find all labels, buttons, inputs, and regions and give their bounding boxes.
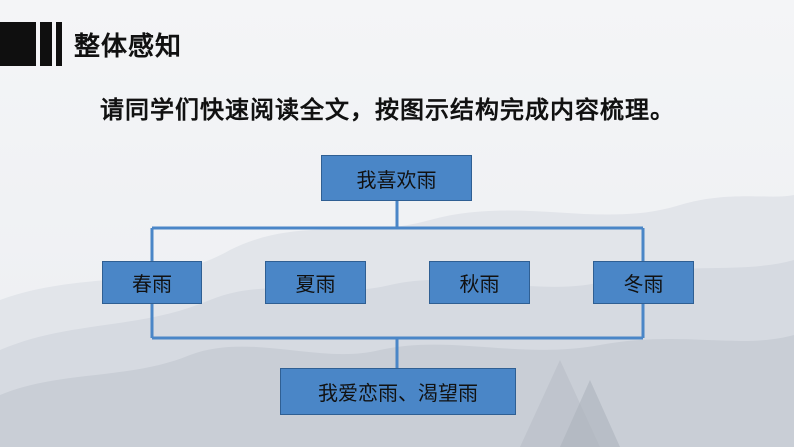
node-season-4: 冬雨 (593, 261, 694, 304)
page-title: 整体感知 (74, 26, 182, 63)
node-season-2: 夏雨 (265, 261, 366, 304)
instruction-text: 请同学们快速阅读全文，按图示结构完成内容梳理。 (100, 90, 675, 125)
node-season-3: 秋雨 (429, 261, 530, 304)
node-top: 我喜欢雨 (321, 155, 472, 201)
node-season-1: 春雨 (102, 261, 202, 304)
node-bottom: 我爱恋雨、渴望雨 (280, 368, 516, 415)
header-marker-block (0, 22, 36, 66)
header-marker-bar-thin (56, 22, 62, 66)
header-marker-bar (40, 22, 52, 66)
section-header: 整体感知 (0, 22, 794, 68)
